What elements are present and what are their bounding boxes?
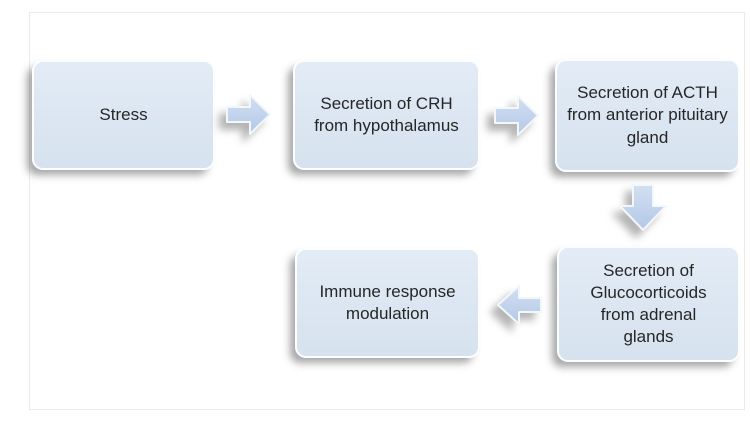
node-stress: Stress	[32, 60, 215, 170]
node-immune-modulation: Immune response modulation	[295, 248, 480, 358]
node-label: Secretion of CRH from hypothalamus	[314, 93, 459, 135]
node-label: Stress	[99, 104, 148, 124]
right-arrow-icon	[494, 95, 539, 136]
down-arrow-icon	[619, 184, 667, 231]
node-label: Immune response modulation	[319, 281, 456, 323]
node-crh-secretion: Secretion of CRH from hypothalamus	[293, 60, 480, 170]
node-label: Secretion of Glucocorticoids from adrena…	[590, 260, 707, 347]
right-arrow-icon	[226, 94, 271, 135]
node-label: Secretion of ACTH from anterior pituitar…	[567, 83, 728, 147]
node-acth-secretion: Secretion of ACTH from anterior pituitar…	[555, 59, 740, 172]
node-glucocorticoid-secretion: Secretion of Glucocorticoids from adrena…	[557, 246, 740, 362]
left-arrow-icon	[497, 285, 542, 325]
